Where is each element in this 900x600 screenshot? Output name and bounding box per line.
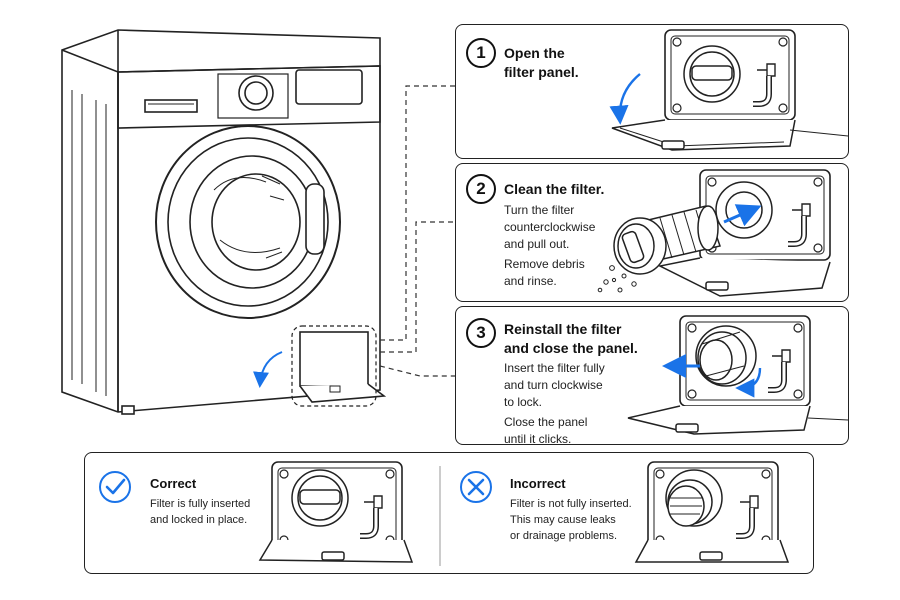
incorrect-title: Incorrect <box>510 476 566 491</box>
step3-title-line2: and close the panel. <box>504 340 638 356</box>
step1-number: 1 <box>466 38 496 68</box>
step1-title-line1: Open the <box>504 45 565 61</box>
step3-text-line1: Insert the filter fully <box>504 361 605 375</box>
step1-box <box>455 24 849 159</box>
incorrect-illustration <box>634 462 790 563</box>
incorrect-text-line1: Filter is not fully inserted. <box>510 498 632 510</box>
correct-illustration <box>258 462 414 563</box>
incorrect-text-line3: or drainage problems. <box>510 530 618 542</box>
step3-text-line2: and turn clockwise <box>504 378 603 392</box>
step2-text-line2: counterclockwise <box>504 220 596 234</box>
step2-text-line1: Turn the filter <box>504 203 575 217</box>
x-circle-icon <box>460 471 492 503</box>
step2-box <box>455 163 849 302</box>
step1-illustration <box>609 30 849 151</box>
step2-text-line4: Remove debris <box>504 257 585 271</box>
open-arrow-icon <box>253 351 283 388</box>
step3-box <box>455 306 849 445</box>
step3-number: 3 <box>466 318 496 348</box>
turn-clockwise-arrow-icon <box>735 367 762 398</box>
comparison-box <box>84 452 814 574</box>
step1-title-line2: filter panel. <box>504 64 579 80</box>
step2-number: 2 <box>466 174 496 204</box>
pull-out-arrow-icon <box>723 204 762 227</box>
correct-text-line1: Filter is fully inserted <box>150 498 251 510</box>
correct-text-line2: and locked in place. <box>150 514 248 526</box>
step2-text-line3: and pull out. <box>504 237 570 251</box>
debris-icon <box>597 265 637 293</box>
step2-text-line5: and rinse. <box>504 274 557 288</box>
step3-text-line5: until it clicks. <box>504 432 572 446</box>
step2-illustration <box>597 170 830 297</box>
step3-title-line1: Reinstall the filter <box>504 321 622 337</box>
incorrect-text-line2: This may cause leaks <box>510 514 616 526</box>
step2-title: Clean the filter. <box>504 181 605 197</box>
washing-machine <box>61 29 387 415</box>
step3-illustration <box>627 316 849 435</box>
check-circle-icon <box>99 471 131 503</box>
connector-lines <box>379 85 455 377</box>
open-panel-arrow-icon <box>609 73 641 125</box>
step3-text-line4: Close the panel <box>504 415 588 429</box>
correct-title: Correct <box>150 476 197 491</box>
step3-text-line3: to lock. <box>504 395 543 409</box>
